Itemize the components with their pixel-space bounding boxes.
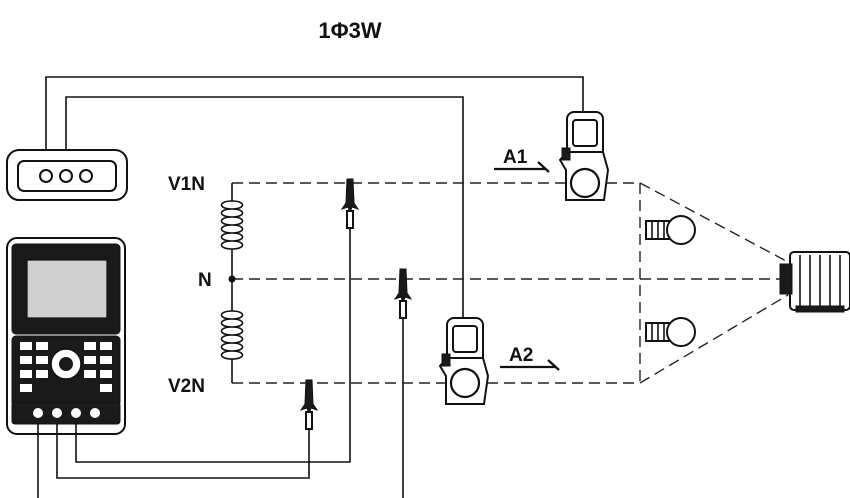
clamp-label-a1: A1 [503, 147, 528, 168]
voltage-probe-icon [393, 268, 413, 319]
adapter-wires [45, 76, 584, 318]
terminal-label-v2n: V2N [168, 376, 205, 397]
current-clamp-icon [558, 111, 610, 201]
current-arrow-a1 [494, 161, 550, 173]
lamp-icon [645, 215, 696, 245]
diagram-title: 1Φ3W [318, 18, 382, 43]
meter-leads [37, 228, 404, 498]
voltage-probe-icon [299, 379, 319, 430]
terminal-label-v1n: V1N [168, 174, 205, 195]
current-arrow-a2 [500, 359, 560, 371]
motor-icon [779, 251, 850, 313]
terminal-label-n: N [198, 270, 212, 291]
power-meter-icon [6, 237, 126, 435]
clamp-adapter-icon [6, 149, 128, 201]
lamp-icon [645, 317, 696, 347]
current-clamp-icon [438, 317, 490, 405]
clamp-label-a2: A2 [509, 345, 533, 366]
voltage-probe-icon [340, 178, 360, 229]
coil-icon [220, 183, 244, 383]
